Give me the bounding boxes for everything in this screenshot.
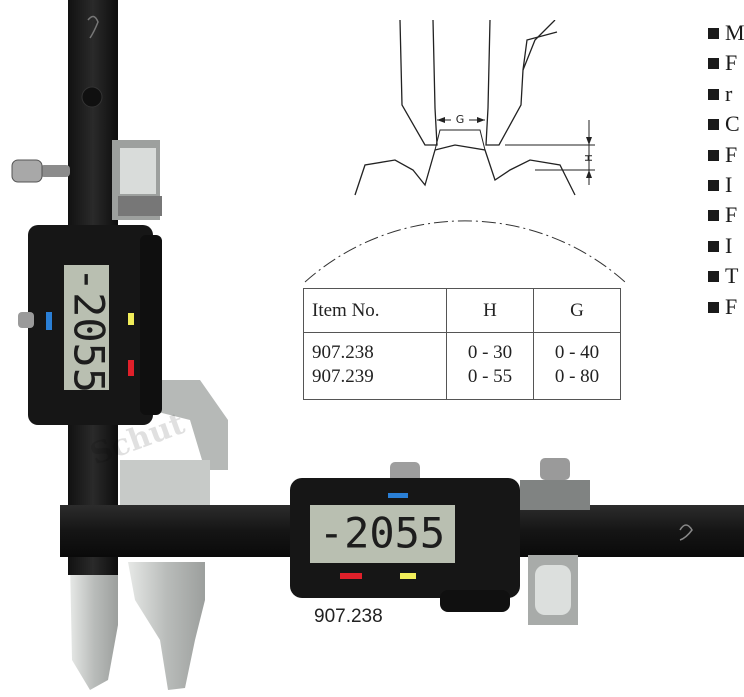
- cell-h: 0 - 30: [446, 332, 534, 365]
- list-item: r: [708, 79, 744, 109]
- list-item: I: [708, 170, 744, 200]
- list-item: F: [708, 48, 744, 78]
- right-jaw: [485, 20, 556, 146]
- horizontal-display-text: -2055: [319, 509, 445, 558]
- bullet-square-icon: [708, 240, 719, 252]
- list-item: I: [708, 231, 744, 261]
- list-item: M: [708, 18, 744, 48]
- left-jaw: [399, 20, 438, 146]
- list-item: F: [708, 292, 744, 322]
- cell-item-no: 907.239: [312, 366, 374, 387]
- bullet-square-icon: [708, 179, 719, 191]
- bullet-square-icon: [708, 119, 719, 131]
- gear-pitch-circle: [304, 220, 626, 283]
- list-item: C: [708, 109, 744, 139]
- height-dimension-label: H: [584, 154, 595, 162]
- gear-teeth: [354, 144, 576, 196]
- bullet-square-icon: [708, 210, 719, 222]
- bullet-square-icon: [708, 28, 719, 39]
- header-h: H: [446, 288, 534, 333]
- header-item-no: Item No.: [303, 288, 447, 333]
- horizontal-caliper-readout: -2055: [290, 462, 520, 612]
- list-item: T: [708, 261, 744, 291]
- bullet-square-icon: [708, 88, 719, 100]
- cell-g: 0 - 40: [533, 332, 621, 365]
- list-item: F: [708, 140, 744, 170]
- table-row: 907.238 0 - 30 0 - 40: [304, 332, 621, 365]
- list-item: F: [708, 200, 744, 230]
- cell-item-no: 907.238: [312, 342, 374, 363]
- table-header-row: Item No. H G: [303, 288, 621, 333]
- bullet-square-icon: [708, 301, 719, 313]
- gap-dimension-label: G: [456, 113, 465, 126]
- bullet-square-icon: [708, 149, 719, 161]
- cell-g: 0 - 80: [533, 365, 621, 400]
- gear-measurement-diagram: G H: [304, 20, 626, 283]
- spec-table: Item No. H G 907.238 0 - 30 0 - 40 907.2…: [303, 288, 621, 400]
- bullet-square-icon: [708, 271, 719, 283]
- table-row: 907.239 0 - 55 0 - 80: [304, 365, 621, 400]
- vertical-display-text: -2055: [65, 267, 114, 393]
- model-caption: 907.238: [314, 606, 383, 627]
- bullet-square-icon: [708, 58, 719, 70]
- header-g: G: [533, 288, 621, 333]
- vertical-caliper-readout: -2055: [18, 225, 162, 425]
- cell-h: 0 - 55: [446, 365, 534, 400]
- feature-list: M F r C F I F I T F: [708, 18, 744, 322]
